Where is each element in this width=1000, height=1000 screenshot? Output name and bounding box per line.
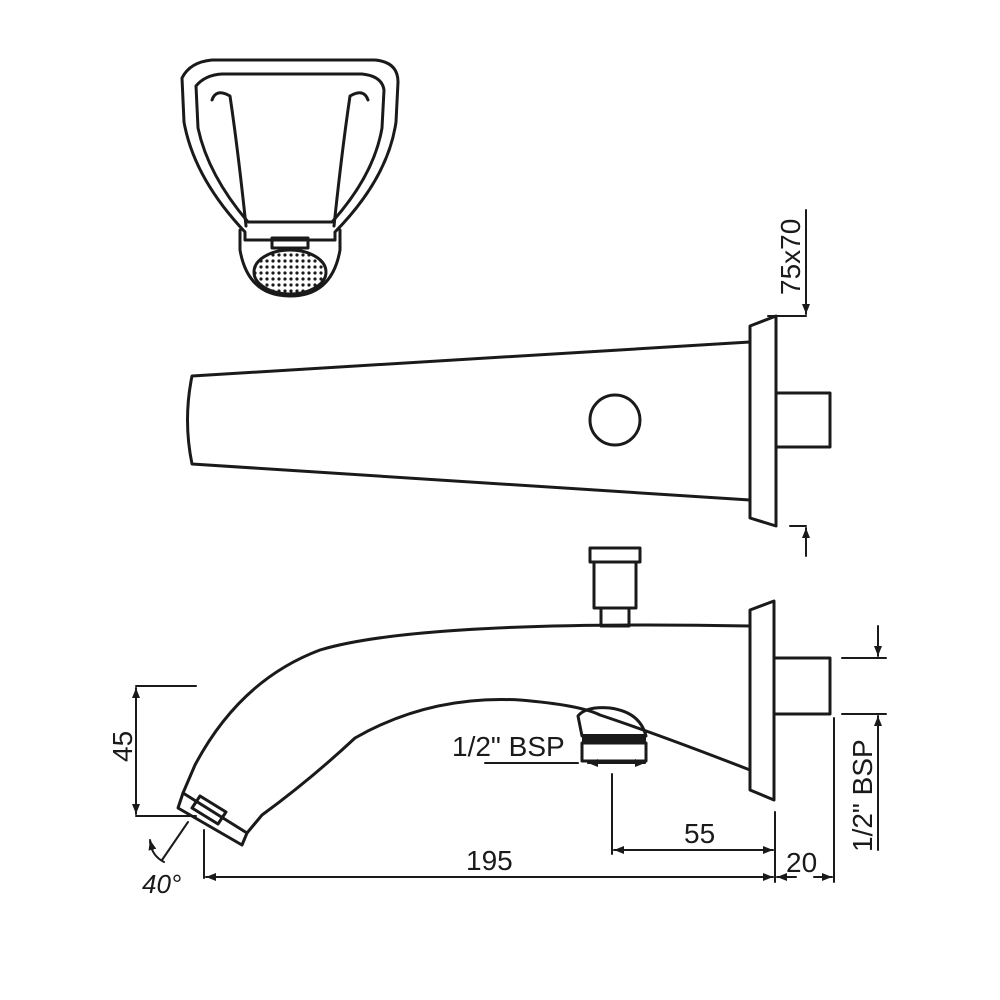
angle-ref-line xyxy=(161,821,189,861)
side-view-tip xyxy=(176,791,249,847)
thread-back-label: 1/2" BSP xyxy=(847,739,878,852)
front-view-right-contour xyxy=(332,91,370,228)
aerator-mesh xyxy=(252,248,328,296)
diverter-knob-body xyxy=(592,560,638,610)
side-outlet-dome xyxy=(576,706,648,738)
front-view-inner-rim xyxy=(194,72,386,224)
aerator-slot xyxy=(270,236,310,250)
side-view-flange xyxy=(748,599,776,802)
top-view: 75x70 xyxy=(186,209,832,557)
depth-label: 20 xyxy=(786,847,817,878)
top-view-spout-body xyxy=(186,340,752,502)
front-view-outer-shell xyxy=(180,58,400,242)
side-view-connector xyxy=(772,656,832,716)
top-view-connector xyxy=(774,391,832,449)
diverter-knob-stem xyxy=(599,606,631,628)
diverter-hole xyxy=(588,393,642,447)
length-label: 195 xyxy=(466,845,513,876)
side-outlet-thread-band xyxy=(582,734,646,743)
thread-side-label: 1/2" BSP xyxy=(452,731,565,762)
flange-size-label: 75x70 xyxy=(775,219,806,295)
front-view xyxy=(180,58,400,298)
angle-label: 40° xyxy=(142,869,181,899)
side-view: 1/2" BSP 45 40° 195 55 20 1/2" BSP xyxy=(107,546,887,899)
angle-arrow xyxy=(148,839,157,851)
side-outlet-nut xyxy=(580,741,648,763)
front-view-nozzle xyxy=(238,228,342,298)
diverter-knob-cap xyxy=(588,546,642,564)
front-view-left-contour xyxy=(210,91,248,228)
side-view-spout-body xyxy=(181,623,752,835)
height-label: 45 xyxy=(107,731,138,762)
offset-label: 55 xyxy=(684,818,715,849)
top-view-flange xyxy=(748,314,778,528)
side-view-outlet-slot xyxy=(190,794,228,826)
